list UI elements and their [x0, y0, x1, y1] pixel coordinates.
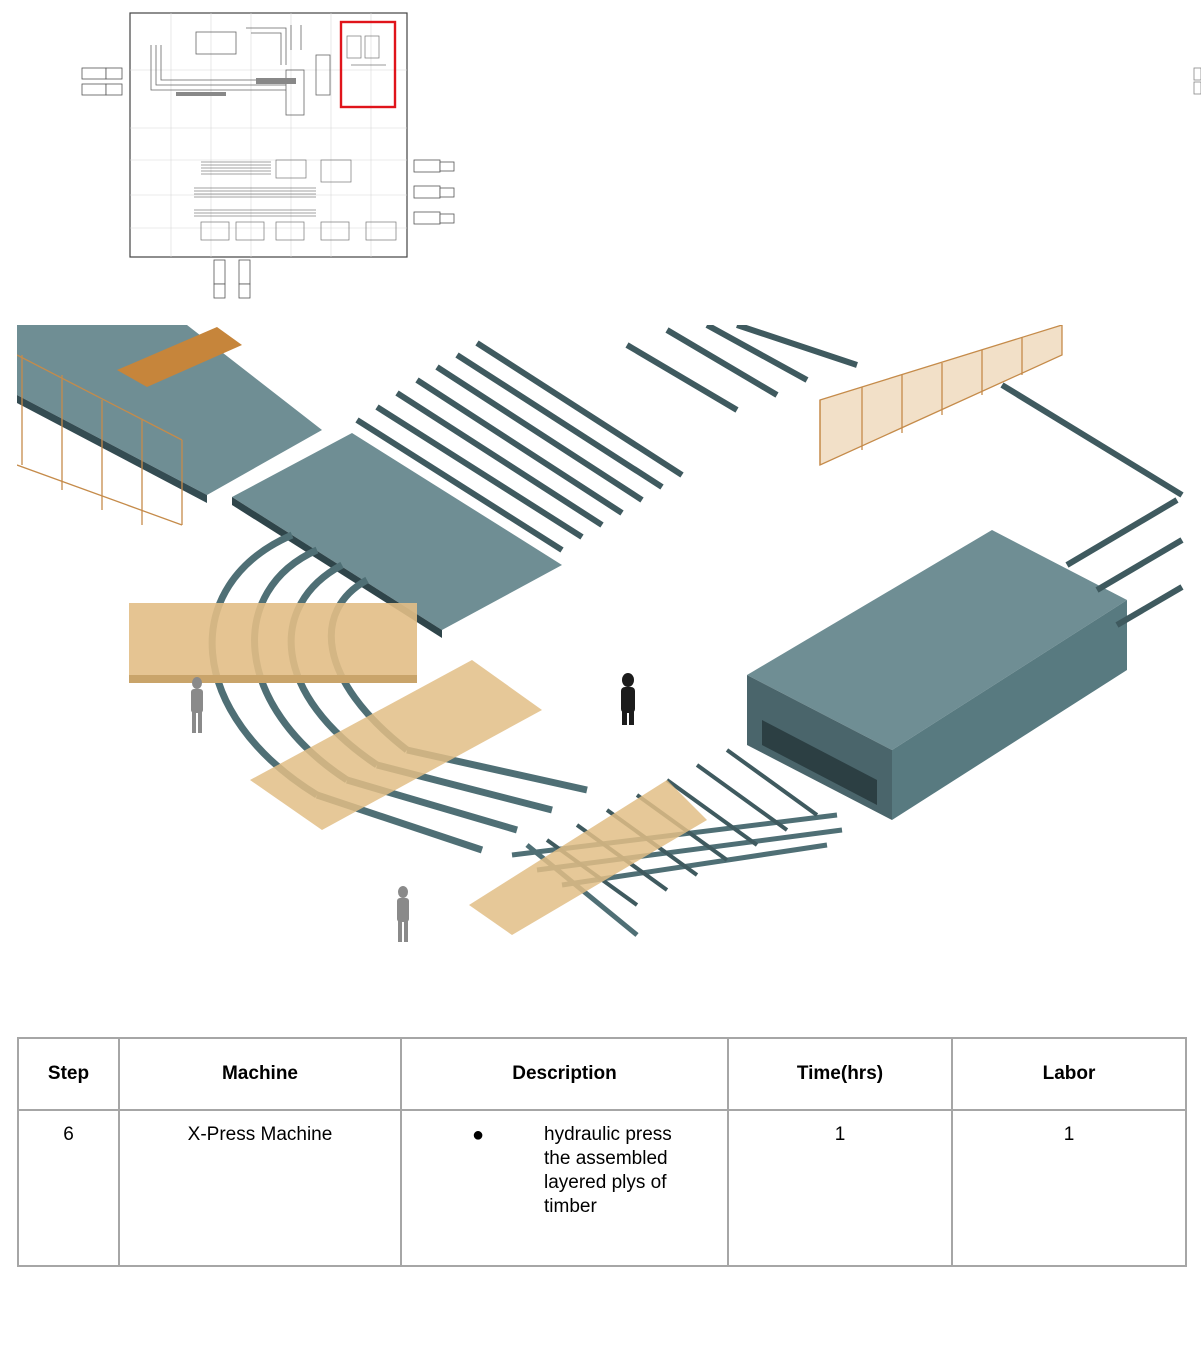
timber-panel-center: [250, 660, 542, 830]
fenced-conveyor-area: [17, 325, 322, 526]
bullet-icon: ●: [472, 1124, 485, 1146]
timber-panel-left: [129, 603, 417, 675]
header-description: Description: [400, 1037, 729, 1111]
timber-sheet: [232, 433, 562, 630]
header-machine: Machine: [118, 1037, 402, 1111]
x-press-machine: [747, 382, 1184, 820]
cell-labor: 1: [951, 1109, 1187, 1267]
cell-machine: X-Press Machine: [118, 1109, 402, 1267]
process-step-table: Step Machine Description Time(hrs) Labor…: [17, 1037, 1187, 1267]
cell-step: 6: [17, 1109, 120, 1267]
description-text: hydraulic press the assembled layered pl…: [544, 1124, 672, 1217]
timber-panel-infeed: [469, 780, 707, 935]
cell-time: 1: [727, 1109, 953, 1267]
worker-figures: [621, 673, 635, 725]
x-press-machine-render: [17, 325, 1184, 942]
table-row: 6 X-Press Machine ● hydraulic press the …: [17, 1109, 1187, 1267]
adjacent-plan-fragment: [1193, 67, 1201, 95]
header-step: Step: [17, 1037, 120, 1111]
cell-description: ● hydraulic press the assembled layered …: [400, 1109, 729, 1267]
roller-rack: [355, 340, 684, 553]
header-labor: Labor: [951, 1037, 1187, 1111]
header-time: Time(hrs): [727, 1037, 953, 1111]
table-header-row: Step Machine Description Time(hrs) Labor: [17, 1037, 1187, 1111]
factory-floor-plan: [81, 12, 455, 299]
